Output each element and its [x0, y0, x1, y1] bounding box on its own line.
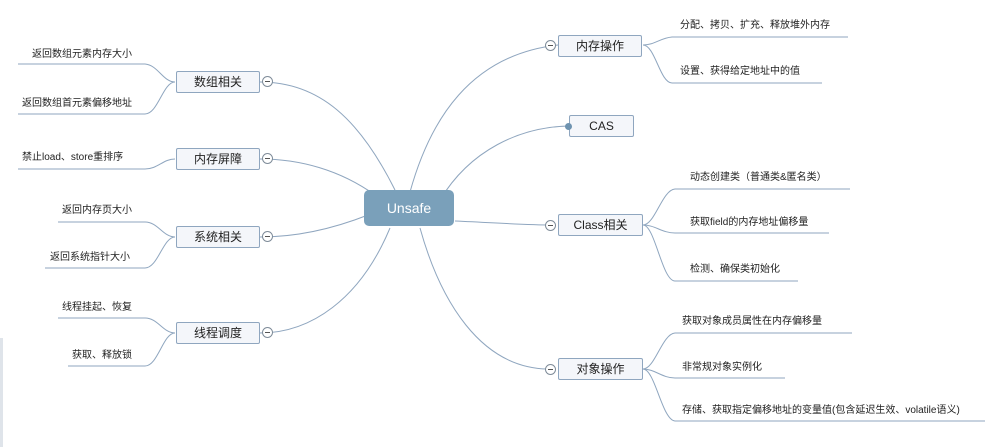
leaf-array-element-size[interactable]: 返回数组元素内存大小 [32, 49, 132, 60]
connector-root-fence [259, 158, 376, 196]
leaf-object-instantiate[interactable]: 非常规对象实例化 [682, 362, 762, 373]
connector-root-arr [259, 81, 396, 191]
leaf-object-offset[interactable]: 获取对象成员属性在内存偏移量 [682, 316, 822, 327]
leaf-system-page-size[interactable]: 返回内存页大小 [62, 205, 132, 216]
connector-root-cls [454, 220, 553, 226]
leaf-array-base-offset[interactable]: 返回数组首元素偏移地址 [22, 98, 132, 109]
collapse-toggle-icon[interactable] [262, 76, 273, 87]
leaf-class-dynamic[interactable]: 动态创建类（普通类&匿名类） [690, 172, 827, 183]
connector-cls-1 [642, 188, 850, 226]
connector-cls-2 [642, 224, 829, 234]
connector-thr-2 [68, 332, 176, 367]
window-edge [0, 338, 3, 447]
node-array-related[interactable]: 数组相关 [176, 71, 260, 93]
connector-arr-2 [18, 81, 176, 115]
leaf-class-init[interactable]: 检测、确保类初始化 [690, 264, 780, 275]
node-thread-scheduling[interactable]: 线程调度 [176, 322, 260, 344]
branch-dot-icon [565, 123, 572, 130]
collapse-toggle-icon[interactable] [545, 220, 556, 231]
leaf-thread-lock[interactable]: 获取、释放锁 [72, 350, 132, 361]
connector-thr-1 [58, 317, 176, 334]
connector-obj-3 [642, 368, 985, 422]
node-memory-fence[interactable]: 内存屏障 [176, 148, 260, 170]
connector-mem-2 [642, 44, 822, 84]
leaf-class-field-offset[interactable]: 获取field的内存地址偏移量 [690, 217, 809, 228]
leaf-thread-park[interactable]: 线程挂起、恢复 [62, 302, 132, 313]
connector-root-obj [419, 227, 549, 370]
connector-fence-1 [18, 158, 176, 170]
connector-root-mem [409, 44, 559, 193]
collapse-toggle-icon[interactable] [545, 364, 556, 375]
leaf-memory-set-get[interactable]: 设置、获得给定地址中的值 [680, 66, 800, 77]
connector-arr-1 [18, 63, 176, 83]
connector-mem-1 [642, 36, 848, 46]
node-class-related[interactable]: Class相关 [558, 214, 643, 236]
root-node-unsafe[interactable]: Unsafe [364, 190, 454, 226]
node-object-ops[interactable]: 对象操作 [558, 358, 643, 380]
leaf-object-store-get[interactable]: 存储、获取指定偏移地址的变量值(包含延迟生效、volatile语义) [682, 405, 960, 416]
connector-cls-3 [642, 224, 798, 282]
leaf-system-pointer-size[interactable]: 返回系统指针大小 [50, 252, 130, 263]
connector-root-cas [439, 125, 570, 201]
connector-sys-2 [45, 236, 176, 269]
node-system-related[interactable]: 系统相关 [176, 226, 260, 248]
node-cas[interactable]: CAS [569, 115, 634, 137]
connector-sys-1 [58, 221, 176, 238]
collapse-toggle-icon[interactable] [262, 153, 273, 164]
collapse-toggle-icon[interactable] [262, 231, 273, 242]
collapse-toggle-icon[interactable] [545, 40, 556, 51]
connector-obj-2 [642, 368, 785, 379]
connector-root-sys [259, 214, 369, 238]
node-memory-ops[interactable]: 内存操作 [558, 35, 642, 57]
leaf-fence-reorder[interactable]: 禁止load、store重排序 [22, 152, 124, 163]
collapse-toggle-icon[interactable] [262, 327, 273, 338]
leaf-memory-alloc[interactable]: 分配、拷贝、扩充、释放堆外内存 [680, 20, 830, 31]
connector-root-thr [259, 227, 391, 334]
connector-obj-1 [642, 332, 852, 370]
